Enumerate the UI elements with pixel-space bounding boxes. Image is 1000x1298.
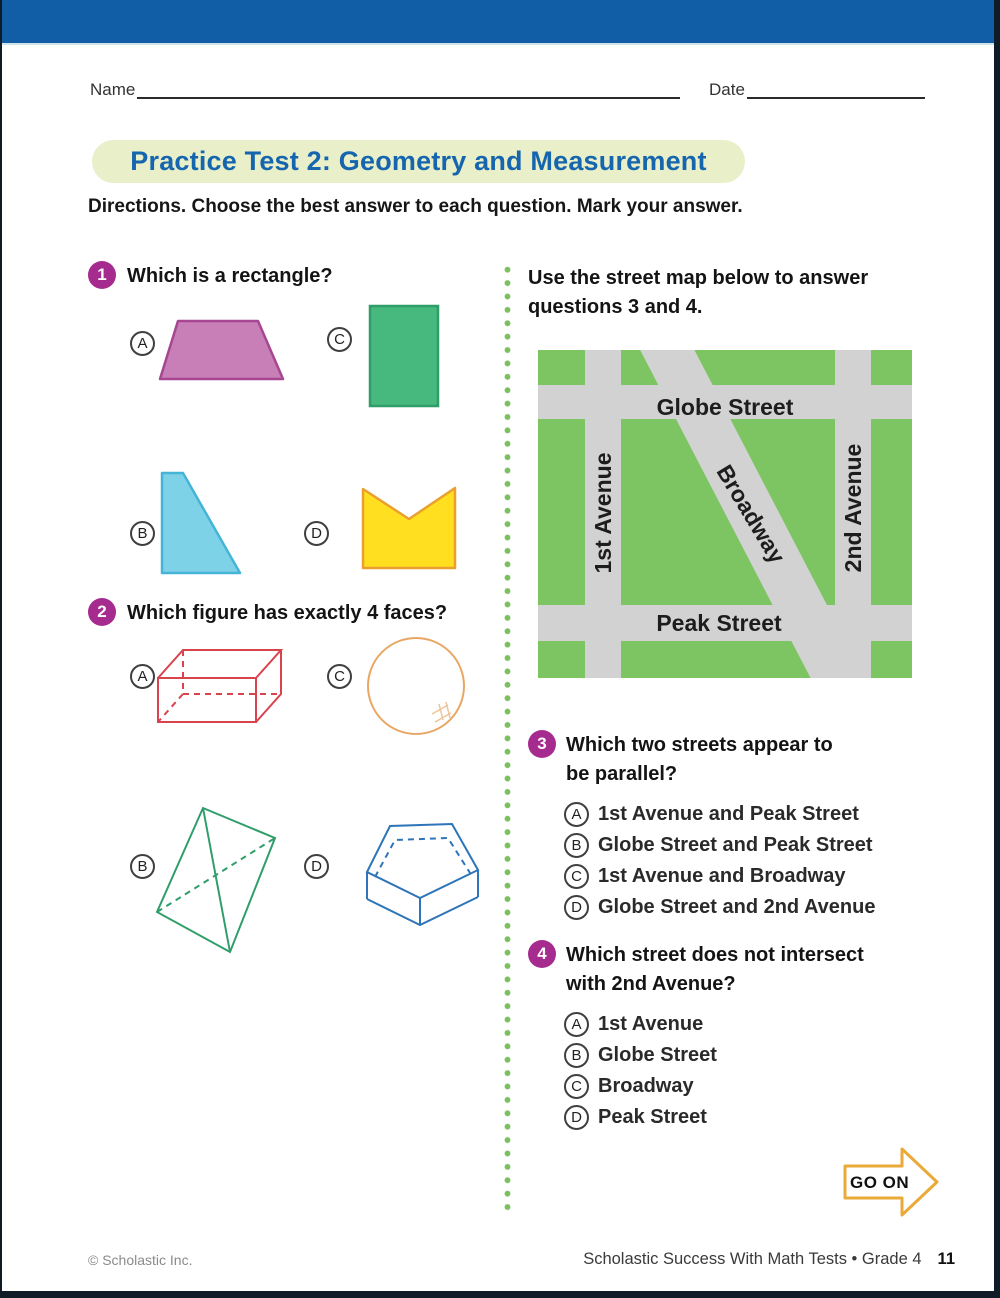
second-avenue-label: 2nd Avenue — [840, 444, 866, 573]
q4-option-d-text: Peak Street — [598, 1106, 707, 1128]
q4-option-b: B Globe Street — [564, 1040, 717, 1071]
q3-option-a-text: 1st Avenue and Peak Street — [598, 803, 859, 825]
name-label: Name — [90, 80, 136, 99]
q4-option-a: A 1st Avenue — [564, 1009, 717, 1040]
trapezoid-shape — [158, 319, 285, 381]
q3-option-a-letter: A — [564, 802, 589, 827]
q1-option-a-letter: A — [130, 331, 155, 356]
question-3-text: Which two streets appear to be parallel? — [566, 731, 833, 789]
q4-option-c-letter: C — [564, 1074, 589, 1099]
q2-option-d-letter: D — [304, 854, 329, 879]
q4-option-c: C Broadway — [564, 1071, 717, 1102]
footer-right: Scholastic Success With Math Tests • Gra… — [583, 1250, 955, 1269]
question-2-number: 2 — [88, 598, 116, 626]
question-4-options: A 1st Avenue B Globe Street C Broadway D… — [564, 1009, 717, 1133]
top-blue-bar — [0, 0, 1000, 43]
copyright-text: © Scholastic Inc. — [88, 1252, 193, 1268]
right-triangle-shape — [160, 471, 242, 575]
triangular-pyramid-shape — [155, 806, 277, 954]
page-edge-left — [0, 0, 2, 1298]
question-4-number: 4 — [528, 940, 556, 968]
q3-option-b: B Globe Street and Peak Street — [564, 830, 875, 861]
second-avenue-band — [835, 350, 871, 678]
top-bar-accent-line — [0, 43, 1000, 45]
q1-option-c-letter: C — [327, 327, 352, 352]
q1-option-b-letter: B — [130, 521, 155, 546]
street-map: Globe Street Peak Street 1st Avenue 2nd … — [538, 350, 912, 678]
map-intro-line1: Use the street map below to answer — [528, 267, 869, 289]
map-intro-line2: questions 3 and 4. — [528, 296, 703, 318]
q3-option-b-text: Globe Street and Peak Street — [598, 834, 873, 856]
question-4-line2: with 2nd Avenue? — [566, 973, 736, 995]
q3-option-d: D Globe Street and 2nd Avenue — [564, 892, 875, 923]
notched-pentagon-shape — [361, 486, 457, 570]
question-4-text: Which street does not intersect with 2nd… — [566, 941, 864, 999]
question-3-line1: Which two streets appear to — [566, 734, 833, 756]
q3-option-c: C 1st Avenue and Broadway — [564, 861, 875, 892]
rectangle-shape — [368, 304, 440, 408]
q4-option-d-letter: D — [564, 1105, 589, 1130]
q4-option-b-letter: B — [564, 1043, 589, 1068]
date-line — [747, 96, 925, 99]
question-3-line2: be parallel? — [566, 763, 678, 785]
question-2-text: Which figure has exactly 4 faces? — [127, 602, 448, 624]
q1-option-d-letter: D — [304, 521, 329, 546]
dotted-divider — [504, 263, 511, 1215]
first-avenue-label: 1st Avenue — [590, 452, 616, 573]
question-1-text: Which is a rectangle? — [127, 265, 333, 287]
title-banner: Practice Test 2: Geometry and Measuremen… — [92, 140, 745, 183]
q4-option-a-letter: A — [564, 1012, 589, 1037]
page-title: Practice Test 2: Geometry and Measuremen… — [130, 146, 707, 176]
question-3-number: 3 — [528, 730, 556, 758]
question-3-options: A 1st Avenue and Peak Street B Globe Str… — [564, 799, 875, 923]
go-on-label: GO ON — [850, 1173, 909, 1192]
q4-option-d: D Peak Street — [564, 1102, 717, 1133]
pencil-mark — [431, 701, 452, 723]
q3-option-a: A 1st Avenue and Peak Street — [564, 799, 875, 830]
q4-option-a-text: 1st Avenue — [598, 1013, 704, 1035]
q2-option-a-letter: A — [130, 664, 155, 689]
q3-option-d-letter: D — [564, 895, 589, 920]
question-4-line1: Which street does not intersect — [566, 944, 864, 966]
q2-option-c-letter: C — [327, 664, 352, 689]
q3-option-c-text: 1st Avenue and Broadway — [598, 865, 846, 887]
page-edge-bottom — [0, 1291, 1000, 1298]
q2-option-b-letter: B — [130, 854, 155, 879]
name-line — [137, 96, 680, 99]
page-edge-right — [994, 0, 1000, 1298]
globe-street-label: Globe Street — [657, 394, 794, 420]
book-title: Scholastic Success With Math Tests • Gra… — [583, 1250, 922, 1268]
directions-text: Directions. Choose the best answer to ea… — [88, 196, 743, 217]
date-label: Date — [709, 80, 745, 99]
page-number: 11 — [937, 1250, 955, 1268]
q3-option-c-letter: C — [564, 864, 589, 889]
go-on-arrow-icon: GO ON — [843, 1147, 939, 1217]
q3-option-b-letter: B — [564, 833, 589, 858]
peak-street-label: Peak Street — [656, 610, 782, 636]
q3-option-d-text: Globe Street and 2nd Avenue — [598, 896, 876, 918]
first-avenue-band — [585, 350, 621, 678]
rectangular-prism-shape — [157, 649, 284, 723]
sphere-shape — [367, 637, 465, 735]
question-1-number: 1 — [88, 261, 116, 289]
q4-option-c-text: Broadway — [598, 1075, 694, 1097]
q4-option-b-text: Globe Street — [598, 1044, 717, 1066]
pentagonal-prism-shape — [365, 822, 480, 927]
broadway-street-band-overlay — [640, 350, 865, 678]
